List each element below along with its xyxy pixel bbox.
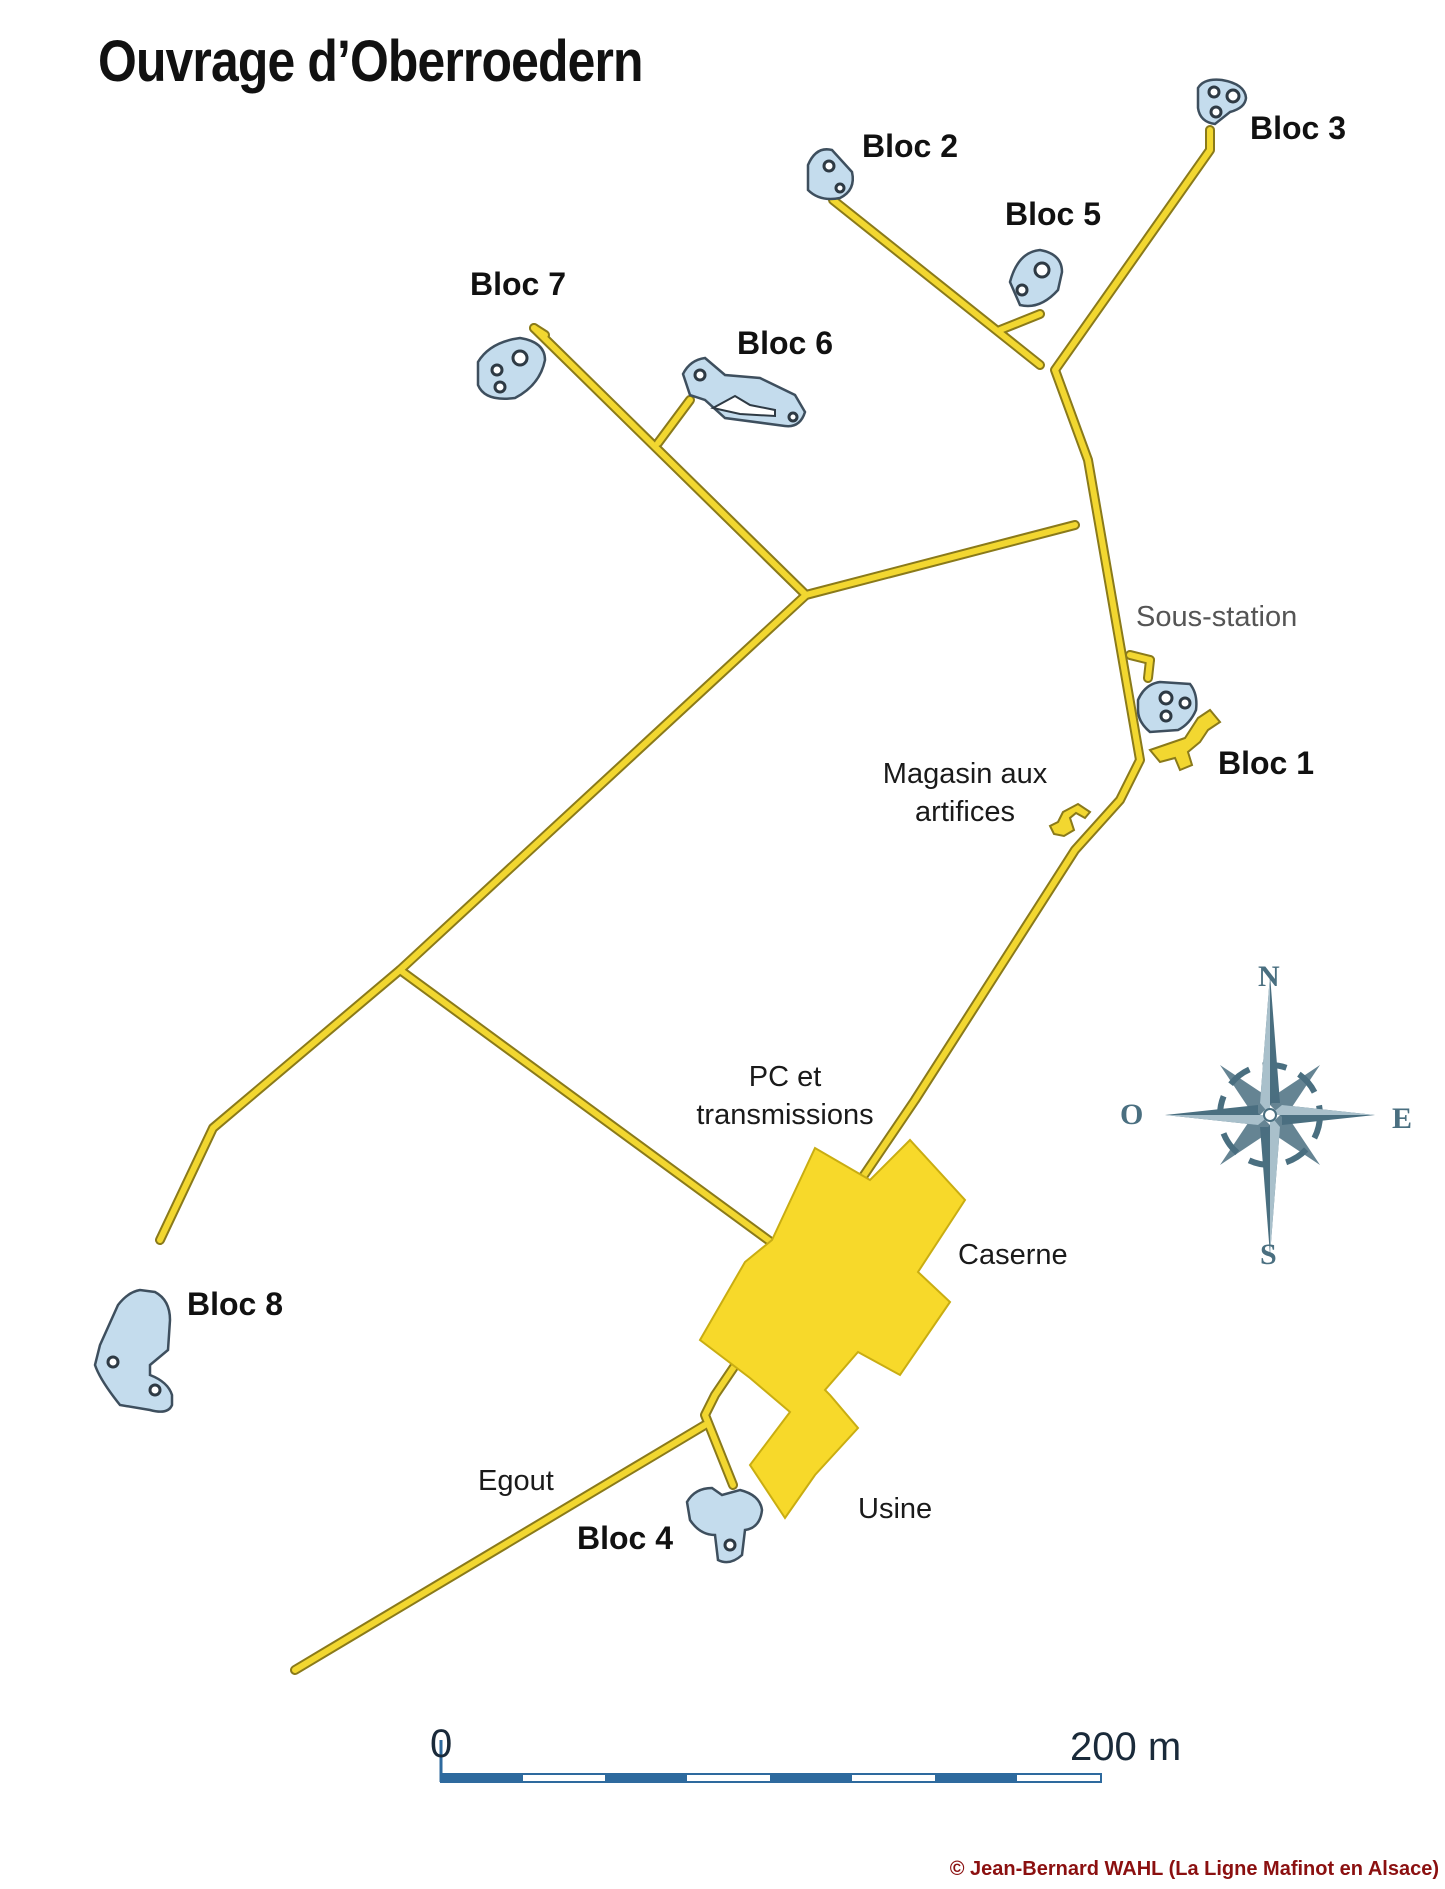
compass-south: S	[1260, 1238, 1277, 1271]
map-title: Ouvrage d’Oberroedern	[98, 29, 643, 94]
label-bloc1: Bloc 1	[1218, 745, 1315, 781]
label-bloc4: Bloc 4	[577, 1520, 674, 1556]
galleries	[157, 127, 1213, 1673]
label-egout: Egout	[478, 1465, 554, 1497]
bloc4-shape	[685, 1486, 764, 1564]
label-pc-line1: PC et	[748, 1061, 822, 1093]
gallery-bloc6	[655, 397, 693, 446]
bloc1-shape	[1136, 680, 1198, 734]
label-caserne: Caserne	[958, 1239, 1068, 1271]
label-pc-transmissions: PC et transmissions	[690, 1058, 880, 1134]
egout-line	[292, 1422, 708, 1673]
compass-rose	[1165, 975, 1375, 1255]
label-bloc6: Bloc 6	[737, 325, 834, 361]
bloc-cloches	[106, 85, 1241, 1552]
label-bloc5: Bloc 5	[1005, 196, 1102, 232]
label-magasin-line2: artifices	[915, 796, 1015, 828]
bloc2-shape	[806, 148, 854, 201]
label-bloc3: Bloc 3	[1250, 110, 1347, 146]
label-pc-line2: transmissions	[696, 1099, 874, 1131]
bloc5-shape	[1008, 248, 1064, 308]
label-bloc2: Bloc 2	[862, 128, 959, 164]
gallery-bloc7	[531, 325, 1078, 598]
scale-bar	[439, 1740, 1102, 1783]
label-magasin-line1: Magasin aux	[882, 758, 1048, 790]
bloc6-slit	[710, 394, 776, 418]
bloc7-shape	[476, 336, 547, 400]
compass-north: N	[1258, 960, 1280, 993]
bloc3-shape	[1196, 78, 1248, 126]
scale-end-label: 200 m	[1070, 1725, 1182, 1769]
magasin-structure	[1048, 802, 1092, 838]
compass-west: O	[1120, 1098, 1144, 1131]
copyright-credit: © Jean-Bernard WAHL (La Ligne Mafinot en…	[949, 1858, 1439, 1880]
bloc6-shape	[681, 356, 807, 428]
sous-station-stub	[1127, 652, 1153, 663]
gallery-bloc5	[997, 311, 1043, 333]
label-magasin: Magasin aux artifices	[880, 755, 1050, 831]
bloc8-shape	[93, 1288, 174, 1413]
blocs	[93, 78, 1248, 1564]
scale-start-label: 0	[430, 1722, 453, 1766]
label-bloc8: Bloc 8	[187, 1286, 284, 1322]
label-bloc7: Bloc 7	[470, 266, 567, 302]
compass-east: E	[1392, 1102, 1413, 1135]
label-sous-station: Sous-station	[1136, 601, 1298, 633]
gallery-bloc2	[830, 197, 1043, 368]
caserne-building	[698, 1138, 967, 1520]
main-gallery	[702, 127, 1213, 1488]
label-usine: Usine	[858, 1493, 933, 1525]
bloc1-entrance	[1148, 708, 1222, 772]
